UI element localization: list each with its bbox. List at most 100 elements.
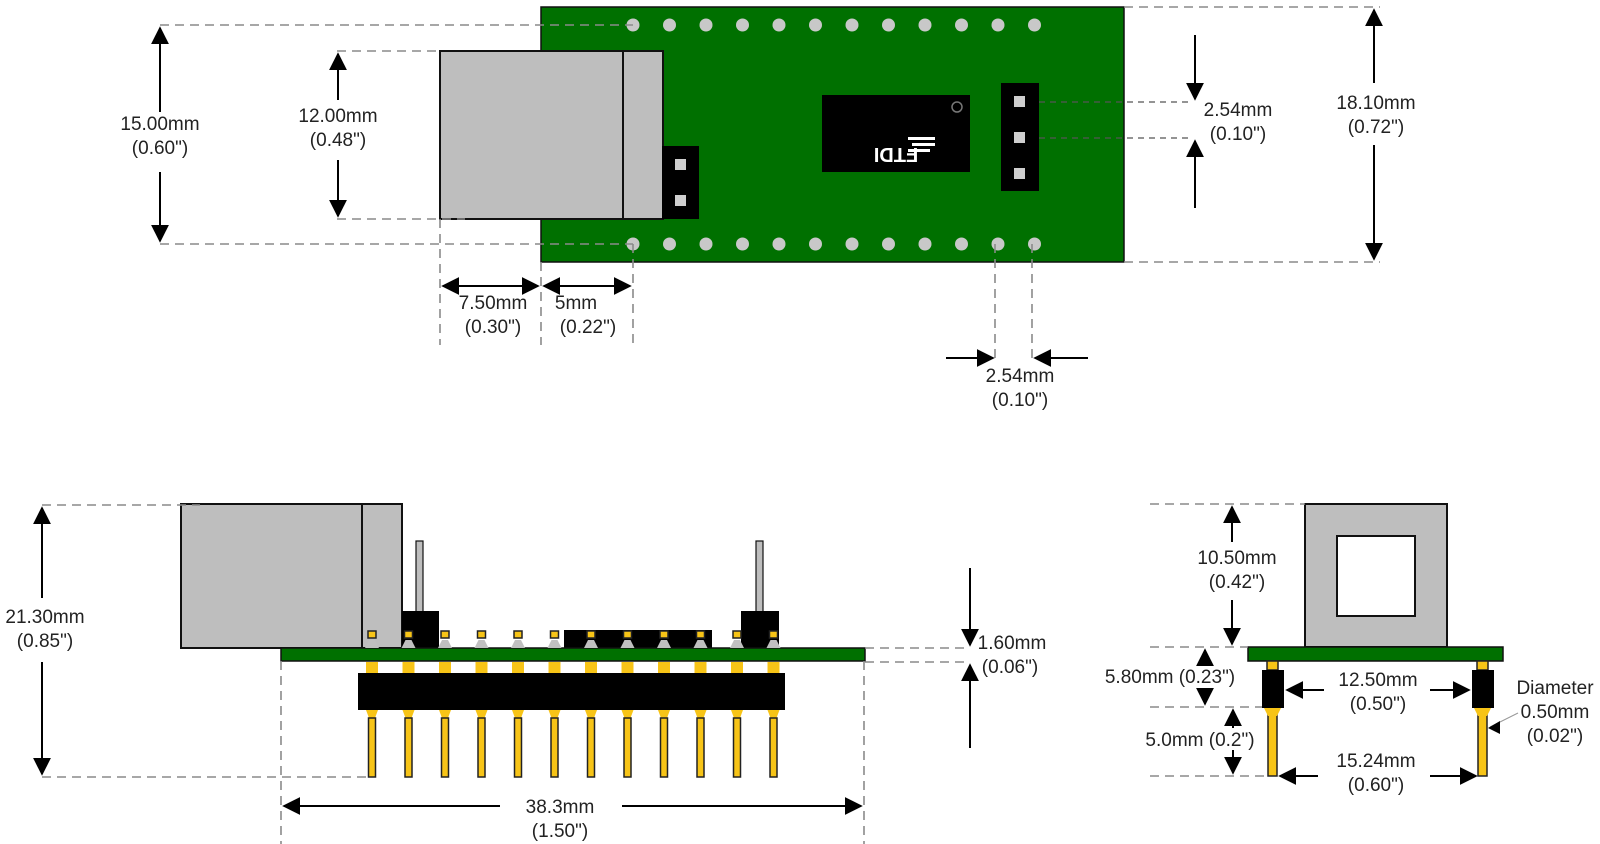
pin-tip <box>367 630 377 639</box>
ftdi-ic <box>822 95 970 172</box>
pin-taper <box>731 710 743 718</box>
solder-cone <box>401 640 416 648</box>
pin-hole <box>772 18 786 32</box>
jumper-post <box>755 540 764 614</box>
side-pin <box>769 717 778 778</box>
socket-strip <box>358 673 785 710</box>
dim-board-height-mm: 18.10mm <box>1336 93 1415 114</box>
pin-taper <box>512 710 524 718</box>
side-pin <box>732 717 742 778</box>
pin-hole <box>882 237 895 251</box>
dim-outer-height-mm: 15.00mm <box>120 114 199 135</box>
pin-collar <box>621 662 634 673</box>
pin-hole <box>955 237 968 251</box>
dim-pcb-thickness-mm: 1.60mm <box>978 633 1047 654</box>
header-pin <box>1014 96 1025 107</box>
side-pin <box>404 717 413 778</box>
side-pin <box>367 717 377 778</box>
end-pin-top <box>1266 660 1279 671</box>
dim-first-pin-offset-mm: 5mm <box>555 293 597 314</box>
solder-cone <box>730 640 744 648</box>
pin-taper <box>585 710 597 718</box>
dim-socket-spacing-mm: 12.50mm <box>1338 670 1417 691</box>
pin-tip <box>403 630 414 639</box>
pin-hole <box>845 237 859 251</box>
pin-tip <box>695 630 706 639</box>
pin-hole <box>845 18 859 32</box>
dim-total-height-inch: (0.85") <box>17 631 73 652</box>
pin-taper <box>658 710 670 718</box>
dim-pitch-horizontal-inch: (0.10") <box>992 390 1048 411</box>
end-view: 10.50mm (0.42") 5.80mm (0.23") 5.0mm (0.… <box>1105 503 1594 796</box>
solder-cone <box>657 640 671 648</box>
solder-cone <box>547 640 562 648</box>
dim-diameter-mm: 0.50mm <box>1521 702 1590 723</box>
side-pin <box>696 717 705 778</box>
dim-end-usb-height-inch: (0.42") <box>1209 572 1265 593</box>
pin-tip <box>513 630 523 639</box>
solder-cone <box>584 640 598 648</box>
ftdi-logo-bars-icon <box>908 137 935 152</box>
pin-collar <box>402 662 415 673</box>
dim-board-length-inch: (1.50") <box>532 821 588 842</box>
pin-tip <box>622 630 633 639</box>
pin-tip <box>768 630 779 639</box>
pin1-marker <box>951 101 963 113</box>
solder-cone <box>438 640 452 648</box>
solder-cone <box>365 640 379 648</box>
side-pin <box>477 717 486 778</box>
header-pin <box>1014 168 1025 179</box>
solder-cone <box>620 640 635 648</box>
pin-taper <box>1264 708 1281 716</box>
header-pin <box>1014 132 1025 143</box>
pin-hole <box>772 237 786 251</box>
side-pin <box>623 717 632 778</box>
pin-tip <box>732 630 742 639</box>
pin-hole <box>736 18 749 32</box>
jumper-pin <box>675 195 686 206</box>
pin-collar <box>439 662 451 673</box>
dim-diameter-label: Diameter <box>1516 678 1594 699</box>
usb-opening <box>1336 535 1416 617</box>
pin-collar <box>585 662 597 673</box>
usb-connector-body <box>439 50 624 220</box>
pin-tip <box>659 630 669 639</box>
pin-hole <box>736 237 749 251</box>
dim-outer-height-inch: (0.60") <box>132 138 188 159</box>
pin-collar <box>731 662 743 673</box>
pin-taper <box>767 710 780 718</box>
pin-hole <box>918 18 932 32</box>
solder-cone <box>766 640 781 648</box>
end-pin-right <box>1477 713 1488 777</box>
pin-tip <box>440 630 450 639</box>
pin-taper <box>548 710 561 718</box>
dim-total-height-mm: 21.30mm <box>5 607 84 628</box>
pin-collar <box>658 662 670 673</box>
pin-hole <box>991 18 1005 32</box>
pin-collar <box>512 662 524 673</box>
diameter-pointer-icon <box>1488 721 1500 734</box>
dim-usb-height-mm: 12.00mm <box>298 106 377 127</box>
svg-text:FTDI: FTDI <box>874 143 918 165</box>
solder-cone <box>474 640 489 648</box>
pin-hole <box>918 237 932 251</box>
end-socket-right <box>1472 670 1494 708</box>
end-pcb <box>1247 646 1504 662</box>
pin-hole <box>1028 237 1041 251</box>
end-pin-top <box>1476 660 1489 671</box>
pin-taper <box>621 710 634 718</box>
pin-collar <box>366 662 378 673</box>
dim-socket-height: 5.80mm (0.23") <box>1105 667 1235 688</box>
end-socket-left <box>1262 670 1284 708</box>
side-pin <box>550 717 559 778</box>
side-pins <box>365 630 781 778</box>
dim-board-length-mm: 38.3mm <box>526 797 595 818</box>
side-ic <box>564 630 712 649</box>
pin-hole <box>955 18 968 32</box>
side-usb-body <box>180 503 363 649</box>
pin-taper <box>366 710 378 718</box>
end-pin-left <box>1267 713 1278 777</box>
ftdi-logo: FTDI <box>874 143 918 165</box>
pin-hole <box>699 237 713 251</box>
top-view: FTDI 15.00mm (0.60") 12 <box>120 6 1416 411</box>
